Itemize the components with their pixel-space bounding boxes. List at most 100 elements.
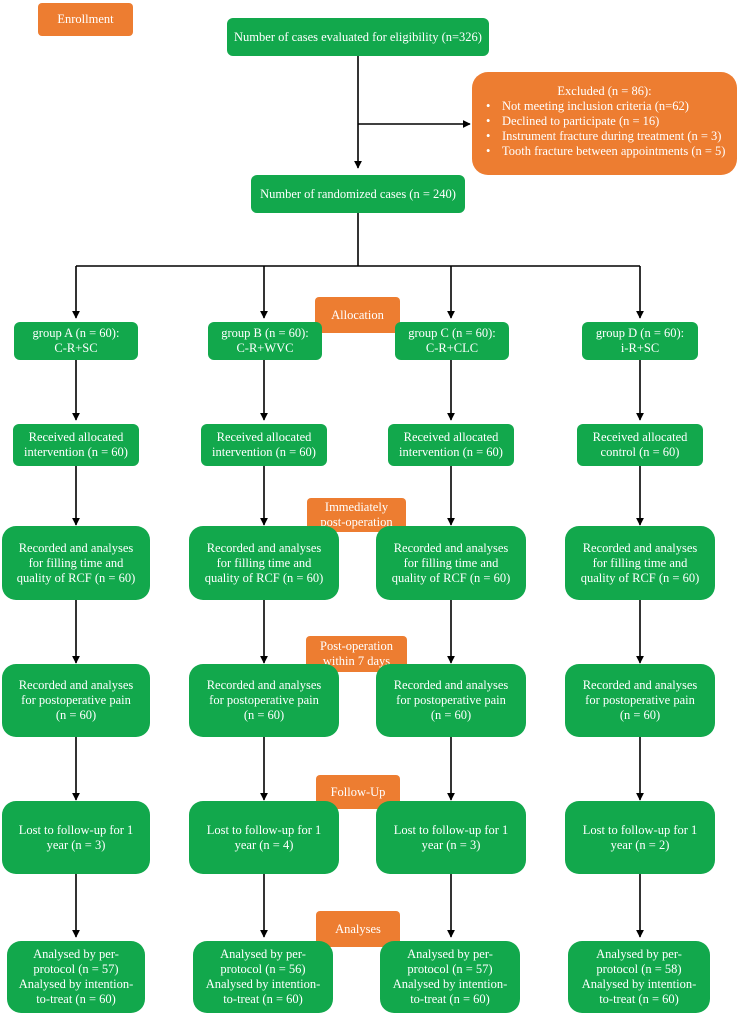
excluded-item: Declined to participate (n = 16) [484,114,725,129]
text-line: for postoperative pain [585,693,695,707]
group-a-header: group A (n = 60): C-R+SC [14,322,138,360]
excluded-list: Not meeting inclusion criteria (n=62) De… [484,99,725,159]
text-line: C-R+WVC [236,341,294,355]
text-line: Recorded and analyses [582,678,698,692]
text-line: Analysed by per- [596,947,682,961]
text-line: for postoperative pain [396,693,506,707]
text-line: Recorded and analyses [393,678,509,692]
text-line: intervention (n = 60) [399,445,503,459]
group-c-analysed: Analysed by per- protocol (n = 57) Analy… [380,941,520,1013]
text-line: to-treat (n = 60) [36,992,116,1006]
group-d-received: Received allocated control (n = 60) [577,424,703,466]
text-line: quality of RCF (n = 60) [580,570,700,585]
group-c-header: group C (n = 60): C-R+CLC [395,322,509,360]
enrollment-label: Enrollment [38,3,133,36]
text-line: Received allocated [216,430,312,444]
text-line: Recorded and analyses [206,540,322,555]
text-line: group C (n = 60): [408,326,496,340]
eligibility-box: Number of cases evaluated for eligibilit… [227,18,489,56]
group-b-received: Received allocated intervention (n = 60) [201,424,327,466]
text-line: to-treat (n = 60) [223,992,303,1006]
group-d-lost: Lost to follow-up for 1 year (n = 2) [565,801,715,874]
group-b-analysed: Analysed by per- protocol (n = 56) Analy… [193,941,333,1013]
text-line: protocol (n = 58) [596,962,682,976]
text-line: quality of RCF (n = 60) [391,570,511,585]
text-line: quality of RCF (n = 60) [204,570,324,585]
stage-label-line: within 7 days [322,654,391,668]
text-line: Recorded and analyses [18,678,134,692]
text-line: for postoperative pain [209,693,319,707]
group-b-rcf: Recorded and analyses for filling time a… [189,526,339,600]
text-line: Analysed by per- [220,947,306,961]
text-line: Recorded and analyses [393,540,509,555]
text-line: Received allocated [403,430,499,444]
group-a-rcf: Recorded and analyses for filling time a… [2,526,150,600]
text-line: Received allocated [28,430,124,444]
group-b-header: group B (n = 60): C-R+WVC [208,322,322,360]
text-line: Analysed by intention- [205,977,321,991]
text-line: intervention (n = 60) [212,445,316,459]
group-c-lost: Lost to follow-up for 1 year (n = 3) [376,801,526,874]
text-line: Analysed by intention- [581,977,697,991]
text-line: group A (n = 60): [32,326,120,340]
text-line: for filling time and [28,555,124,570]
group-d-analysed: Analysed by per- protocol (n = 58) Analy… [568,941,710,1013]
group-d-header: group D (n = 60): i-R+SC [582,322,698,360]
text-line: for filling time and [216,555,312,570]
text-line: protocol (n = 56) [220,962,306,976]
analyses-label: Analyses [316,911,400,947]
text-line: Lost to follow-up for 1 [18,822,134,837]
text-line: Recorded and analyses [206,678,322,692]
text-line: (n = 60) [243,708,285,722]
text-line: (n = 60) [619,708,661,722]
text-line: for postoperative pain [21,693,131,707]
group-c-pain: Recorded and analyses for postoperative … [376,664,526,737]
group-a-pain: Recorded and analyses for postoperative … [2,664,150,737]
text-line: i-R+SC [620,341,660,355]
text-line: to-treat (n = 60) [599,992,679,1006]
text-line: Recorded and analyses [18,540,134,555]
group-d-rcf: Recorded and analyses for filling time a… [565,526,715,600]
text-line: Recorded and analyses [582,540,698,555]
group-a-lost: Lost to follow-up for 1 year (n = 3) [2,801,150,874]
allocation-label: Allocation [315,297,400,333]
text-line: Analysed by per- [33,947,119,961]
group-b-lost: Lost to follow-up for 1 year (n = 4) [189,801,339,874]
group-b-pain: Recorded and analyses for postoperative … [189,664,339,737]
randomized-box: Number of randomized cases (n = 240) [251,175,465,213]
group-d-pain: Recorded and analyses for postoperative … [565,664,715,737]
excluded-item: Instrument fracture during treatment (n … [484,129,725,144]
text-line: Lost to follow-up for 1 [206,822,322,837]
group-a-analysed: Analysed by per- protocol (n = 57) Analy… [7,941,145,1013]
excluded-item: Not meeting inclusion criteria (n=62) [484,99,725,114]
text-line: group B (n = 60): [221,326,309,340]
excluded-box: Excluded (n = 86): Not meeting inclusion… [472,72,737,175]
text-line: Analysed by intention- [392,977,508,991]
text-line: Lost to follow-up for 1 [582,822,698,837]
excluded-item: Tooth fracture between appointments (n =… [484,144,725,159]
text-line: control (n = 60) [600,445,680,459]
text-line: protocol (n = 57) [407,962,493,976]
text-line: Lost to follow-up for 1 [393,822,509,837]
text-line: quality of RCF (n = 60) [16,570,136,585]
text-line: year (n = 3) [421,837,481,852]
text-line: protocol (n = 57) [33,962,119,976]
text-line: (n = 60) [430,708,472,722]
text-line: to-treat (n = 60) [410,992,490,1006]
group-c-rcf: Recorded and analyses for filling time a… [376,526,526,600]
text-line: Analysed by intention- [18,977,134,991]
text-line: C-R+SC [54,341,98,355]
stage-label-line: Post-operation [320,639,393,653]
group-a-received: Received allocated intervention (n = 60) [13,424,139,466]
text-line: year (n = 3) [46,837,106,852]
stage-label-line: post-operation [320,515,393,529]
text-line: intervention (n = 60) [24,445,128,459]
text-line: group D (n = 60): [595,326,685,340]
excluded-title: Excluded (n = 86): [557,84,652,98]
text-line: for filling time and [403,555,499,570]
group-c-received: Received allocated intervention (n = 60) [388,424,514,466]
text-line: year (n = 2) [610,837,670,852]
text-line: for filling time and [592,555,688,570]
text-line: (n = 60) [55,708,97,722]
